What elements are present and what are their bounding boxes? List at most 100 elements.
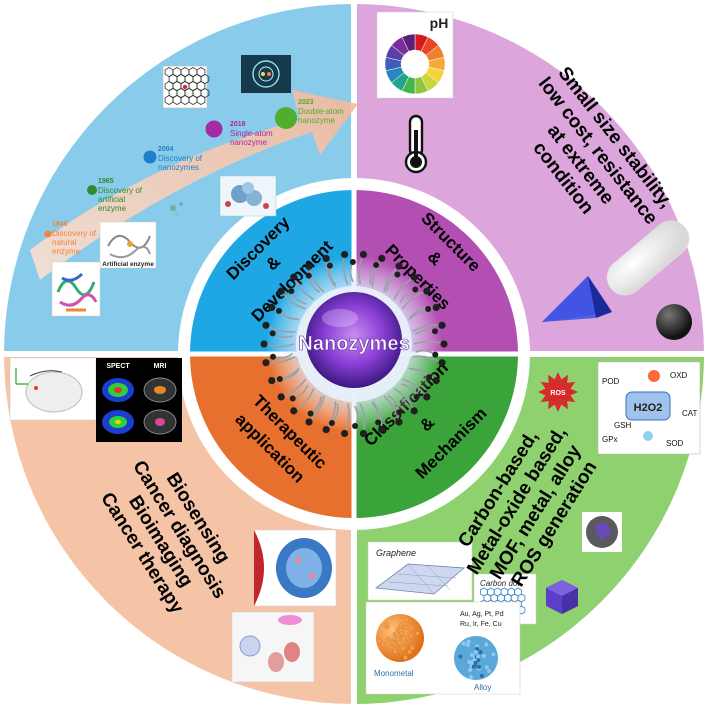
thermometer-icon [406, 116, 426, 172]
ligand-head [438, 322, 445, 329]
ligand-head [329, 420, 335, 426]
ligand-head [323, 255, 330, 262]
ros-label: ROS [550, 390, 566, 397]
timeline-year: 2018 [230, 121, 246, 128]
timeline-dot [87, 185, 97, 195]
timeline-text: artificial [98, 195, 125, 204]
ligand-head [432, 328, 438, 334]
ligand-head [277, 376, 283, 382]
ligand-head [262, 322, 269, 329]
ligand-head [360, 430, 367, 437]
ligand-head [327, 263, 333, 269]
ligand-head [423, 393, 430, 400]
ligand-head [426, 374, 432, 380]
monometal-alloy-image: Monometal Alloy Au, Ag, Pt, Pd Ru, Ir, F… [366, 602, 520, 694]
timeline-dot [44, 230, 51, 237]
ligand-head [433, 377, 440, 384]
ligand-head [305, 418, 312, 425]
ligand-head [395, 418, 402, 425]
ligand-head [278, 393, 285, 400]
ligand-head [268, 377, 275, 384]
mouse-imaging-image [10, 358, 96, 420]
ligand-head [425, 306, 431, 312]
ligand-head [411, 407, 418, 414]
timeline-text: nanozymes [158, 163, 199, 172]
timeline-text: Discovery of [98, 186, 143, 195]
mechanism-gsh: GSH [614, 421, 632, 430]
ligand-head [268, 304, 275, 311]
ph-scale-image: pH [377, 12, 453, 98]
mof-cube-image [582, 512, 622, 552]
ligand-head [373, 262, 379, 268]
ligand-head [288, 288, 294, 294]
ligand-head [395, 262, 402, 269]
mechanism-diagram: H2O2 POD OXD CAT GPx GSH SOD [598, 362, 700, 454]
mechanism-oxd: OXD [670, 371, 688, 380]
ligand-head [433, 304, 440, 311]
ligand-head [438, 359, 445, 366]
ligand-head [378, 255, 385, 262]
artificial-enzyme-image: Artificial enzyme [100, 222, 156, 268]
ligand-head [394, 271, 400, 277]
ligand-head [432, 352, 438, 358]
metals-label-1: Au, Ag, Pt, Pd [460, 611, 504, 618]
ligand-head [276, 308, 282, 314]
timeline-text: enzyme [98, 204, 127, 213]
graphene-lattice-image [163, 66, 209, 108]
ligand-head [270, 330, 276, 336]
timeline-dot [275, 107, 297, 129]
metals-label-2: Ru, Ir, Fe, Cu [460, 621, 502, 628]
ligand-head [323, 426, 330, 433]
mechanism-h2o2: H2O2 [634, 402, 663, 414]
double-atom-image [241, 55, 291, 93]
timeline-dot [206, 121, 223, 138]
ligand-head [308, 411, 314, 417]
ligand-head [305, 262, 312, 269]
ligand-head [278, 287, 285, 294]
timeline-year: 1946 [52, 221, 68, 228]
ligand-head [414, 394, 420, 400]
artificial-enzyme-caption: Artificial enzyme [102, 261, 154, 268]
mechanism-sod: SOD [666, 439, 684, 448]
black-sphere [656, 304, 692, 340]
timeline-year: 2004 [158, 146, 174, 153]
ligand-head [262, 359, 269, 366]
mechanism-cat: CAT [682, 409, 698, 418]
ligand-head [396, 409, 402, 415]
timeline-text: Discovery of [52, 229, 97, 238]
mechanism-pod: POD [602, 377, 620, 386]
ligand-head [270, 354, 276, 360]
graphene-sheet-image: Graphene [368, 542, 472, 600]
mri-label: MRI [154, 363, 167, 370]
monometal-label: Monometal [374, 669, 414, 678]
timeline-year: 1965 [98, 178, 114, 185]
ligand-head [341, 430, 348, 437]
ligand-head [260, 340, 267, 347]
ligand-head [290, 407, 297, 414]
center-title: Nanozymes [298, 333, 409, 355]
ligand-head [306, 273, 312, 279]
tumor-cell-image [254, 530, 336, 606]
alloy-label: Alloy [474, 683, 491, 692]
timeline-text: Double-atom [298, 107, 344, 116]
ligand-head [360, 251, 367, 258]
graphene-label: Graphene [376, 548, 416, 558]
laser-therapy-image [232, 612, 314, 682]
mechanism-gpx: GPx [602, 435, 618, 444]
ligand-head [290, 395, 296, 401]
ligand-head [341, 251, 348, 258]
timeline-text: nanozyme [298, 116, 335, 125]
ligand-head [412, 287, 418, 293]
ligand-head [378, 426, 385, 433]
spect-mri-image: SPECT MRI [96, 358, 182, 442]
timeline-text: nanozyme [230, 138, 267, 147]
single-atom-image [220, 176, 276, 216]
spect-label: SPECT [106, 363, 130, 370]
timeline-dot [144, 151, 157, 164]
timeline-text: natural [52, 238, 77, 247]
ligand-head [350, 259, 356, 265]
ligand-head [290, 274, 297, 281]
ligand-head [411, 274, 418, 281]
natural-enzyme-image [52, 262, 100, 316]
